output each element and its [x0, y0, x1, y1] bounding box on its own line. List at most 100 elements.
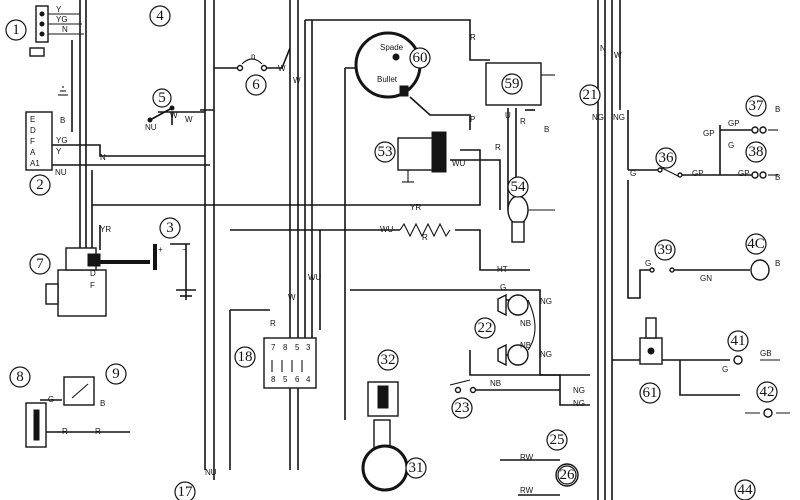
svg-text:7: 7 [271, 343, 276, 352]
svg-text:B: B [775, 259, 780, 268]
svg-text:W: W [278, 64, 286, 73]
svg-text:A: A [30, 148, 36, 157]
svg-text:NG: NG [613, 113, 625, 122]
svg-text:9: 9 [112, 366, 120, 382]
component-7-starter [45, 247, 150, 317]
svg-text:NU: NU [145, 123, 157, 132]
svg-text:5: 5 [295, 343, 300, 352]
svg-text:4: 4 [156, 8, 164, 24]
svg-text:38: 38 [749, 144, 764, 160]
callout-31: 31 [405, 457, 427, 479]
svg-text:B: B [544, 125, 549, 134]
callout-3: 3 [159, 217, 181, 239]
svg-text:8: 8 [271, 375, 276, 384]
svg-text:R: R [495, 143, 501, 152]
component-54-sender [507, 195, 555, 243]
svg-text:WU: WU [308, 273, 322, 282]
svg-text:n: n [251, 52, 255, 61]
svg-text:4C: 4C [747, 236, 765, 252]
callout-36: 36 [655, 147, 677, 169]
callout-38: 38 [745, 141, 767, 163]
bullet-label: Bullet [377, 75, 398, 84]
svg-text:36: 36 [659, 150, 675, 166]
component-8-9-gauge [25, 376, 95, 448]
svg-text:−: − [182, 245, 187, 254]
svg-text:B: B [775, 173, 780, 182]
svg-text:D: D [90, 269, 96, 278]
lamps-41-42 [733, 355, 790, 418]
callout-1: 1 [5, 19, 27, 41]
svg-text:2: 2 [36, 177, 44, 193]
svg-text:61: 61 [643, 385, 658, 401]
svg-text:YG: YG [56, 136, 68, 145]
svg-text:NG: NG [540, 297, 552, 306]
svg-text:G: G [728, 141, 734, 150]
svg-text:YR: YR [410, 203, 421, 212]
svg-text:HT: HT [497, 265, 508, 274]
svg-text:B: B [60, 116, 65, 125]
svg-text:A1: A1 [30, 159, 40, 168]
svg-text:RW: RW [520, 486, 534, 495]
spade-label: Spade [380, 43, 404, 52]
callout-40: 4C [745, 233, 767, 255]
svg-text:G: G [48, 395, 54, 404]
svg-text:4: 4 [306, 375, 311, 384]
wire-labels: Spade Bullet E D F A A1 Y YG N B YG Y N … [30, 5, 780, 495]
svg-text:R: R [62, 427, 68, 436]
callout-53: 53 [374, 141, 396, 163]
svg-text:YR: YR [100, 225, 111, 234]
svg-text:YG: YG [56, 15, 68, 24]
svg-text:G: G [630, 169, 636, 178]
svg-text:8: 8 [283, 343, 288, 352]
svg-text:W: W [185, 115, 193, 124]
svg-text:R: R [95, 427, 101, 436]
callout-6: 6 [245, 74, 267, 96]
svg-text:5: 5 [283, 375, 288, 384]
component-23-horn-push [449, 379, 477, 394]
svg-text:23: 23 [455, 400, 470, 416]
svg-text:R: R [520, 117, 526, 126]
svg-text:7: 7 [36, 256, 44, 272]
svg-text:GB: GB [760, 349, 772, 358]
svg-text:G: G [645, 259, 651, 268]
callout-39: 39 [654, 239, 676, 261]
svg-text:+: + [158, 245, 163, 254]
svg-text:6: 6 [295, 375, 300, 384]
svg-text:GN: GN [700, 274, 712, 283]
callout-22: 22 [474, 317, 496, 339]
svg-text:41: 41 [731, 333, 746, 349]
svg-text:26: 26 [560, 467, 576, 483]
component-6-fuse [236, 58, 268, 72]
svg-text:P: P [470, 115, 475, 124]
svg-text:3: 3 [166, 220, 174, 236]
callout-5: 5 [152, 88, 172, 108]
callout-8: 8 [9, 366, 31, 388]
callout-60: 60 [409, 47, 431, 69]
component-60-distributor [354, 31, 422, 99]
component-1-switch [29, 5, 49, 57]
component-3-battery [153, 243, 196, 300]
callout-59: 59 [501, 73, 523, 95]
svg-text:NG: NG [540, 350, 552, 359]
callout-25: 25 [546, 429, 568, 451]
svg-text:60: 60 [413, 50, 428, 66]
svg-text:W: W [293, 76, 301, 85]
svg-text:B: B [100, 399, 105, 408]
svg-text:1: 1 [12, 22, 20, 38]
svg-text:59: 59 [505, 76, 520, 92]
svg-text:B: B [775, 105, 780, 114]
svg-text:18: 18 [238, 349, 253, 365]
svg-text:39: 39 [658, 242, 673, 258]
callout-17: 17 [174, 481, 196, 500]
component-53-coil [397, 131, 447, 183]
svg-text:F: F [90, 281, 95, 290]
svg-text:NG: NG [573, 386, 585, 395]
callout-4: 4 [149, 5, 171, 27]
svg-text:NB: NB [490, 379, 501, 388]
callout-41: 41 [727, 330, 749, 352]
svg-text:22: 22 [478, 320, 493, 336]
svg-text:44: 44 [738, 482, 754, 498]
svg-text:6: 6 [252, 77, 260, 93]
callout-26: 26 [557, 465, 577, 485]
